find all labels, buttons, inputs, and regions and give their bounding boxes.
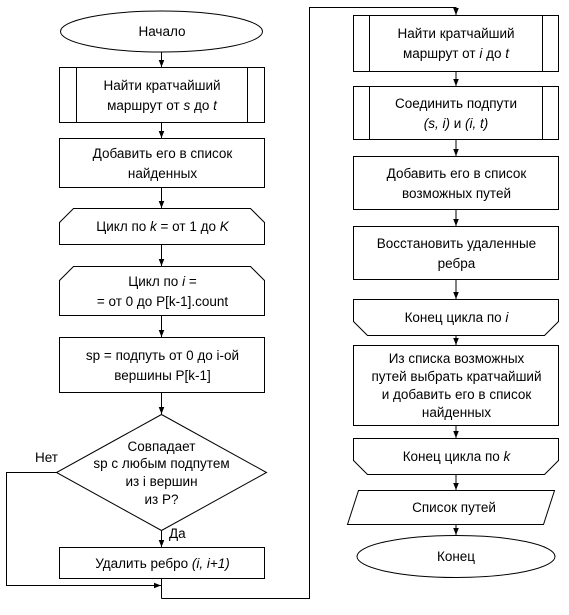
loop-i-shape: [59, 266, 265, 316]
output-label: Список путей: [412, 500, 496, 516]
join-box: [353, 86, 559, 140]
no-branch-arrow: [6, 472, 161, 589]
no-label: Нет: [35, 450, 58, 465]
loop-k-label: Цикл по k = от 1 до K: [96, 219, 229, 235]
end-loop-i-shape: [353, 299, 559, 336]
end-label: Конец: [436, 549, 476, 565]
decision-diamond: [55, 413, 268, 532]
find-route-st-label: Найти кратчайший маршрут от s до t: [103, 77, 221, 113]
yes-label: Да: [169, 526, 186, 541]
add-found-box: [59, 138, 265, 188]
restore-box: [353, 226, 559, 280]
end-terminator: [356, 535, 556, 578]
remove-edge-label: Удалить ребро (i, i+1): [95, 555, 230, 571]
choose-box: [353, 345, 559, 426]
loop-k-shape: [59, 208, 265, 245]
end-loop-k-shape: [353, 438, 559, 475]
column-transfer-arrow: [161, 7, 459, 599]
join-label: Соединить подпути (s, i) и (i, t): [394, 95, 518, 131]
add-possible-box: [353, 156, 559, 210]
find-route-it-label: Найти кратчайший маршрут от i до t: [397, 26, 515, 61]
find-route-st-box: [59, 67, 265, 123]
start-label: Начало: [138, 23, 186, 39]
find-route-it-box: [353, 15, 559, 72]
remove-edge-box: [59, 547, 265, 579]
loop-i-label: Цикл по i == от 0 до P[k-1].count: [96, 273, 229, 309]
subpath-box: [59, 337, 265, 393]
end-loop-i-label: Конец цикла по i: [404, 310, 509, 326]
output-parallelogram: [346, 490, 556, 525]
end-loop-k-label: Конец цикла по k: [402, 449, 511, 465]
